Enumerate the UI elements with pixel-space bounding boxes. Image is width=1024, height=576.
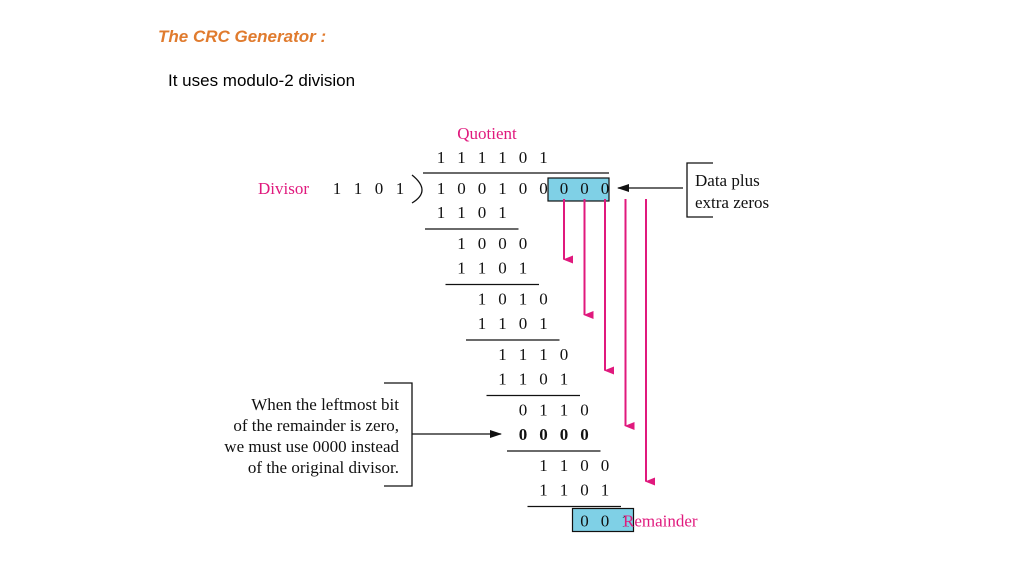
subtract-bit: 1 [498,370,507,389]
remainder-bit: 1 [539,456,548,475]
remainder-bit: 0 [580,401,589,420]
quotient-bit: 1 [478,148,487,167]
subtract-bit: 0 [539,370,548,389]
remainder-bit: 1 [539,401,548,420]
remainder-bit: 0 [539,290,548,309]
divisor-bit: 1 [396,179,405,198]
remainder-bit: 1 [560,456,569,475]
subtract-bit: 0 [580,425,589,444]
dividend-bit: 0 [478,179,487,198]
subtract-bit: 1 [478,259,487,278]
remainder-bit: 1 [478,290,487,309]
quotient-bit: 1 [539,148,548,167]
subtract-bit: 1 [457,259,466,278]
subtract-bit: 1 [498,314,507,333]
remainder-box [571,507,635,533]
data-plus-label: Data plus [695,171,760,190]
dividend-bit: 0 [457,179,466,198]
note-line: we must use 0000 instead [224,437,399,456]
quotient-bit: 1 [457,148,466,167]
data-plus-bracket [686,162,713,218]
subtract-bit: 0 [478,203,487,222]
remainder-bit: 1 [519,345,528,364]
subtract-bit: 0 [519,425,528,444]
divisor-bit: 1 [354,179,363,198]
remainder-bit: 1 [539,345,548,364]
subtract-bit: 1 [519,370,528,389]
quotient-bit: 0 [519,148,528,167]
subtract-bit: 0 [498,259,507,278]
subtract-bit: 1 [601,481,610,500]
remainder-bit: 0 [580,456,589,475]
divisor-bit: 1 [333,179,342,198]
remainder-bit: 1 [560,401,569,420]
dividend-bit: 0 [539,179,548,198]
dividend-bit: 1 [437,179,446,198]
note-line: When the leftmost bit [251,395,399,414]
remainder-bit: 0 [478,234,487,253]
divisor-bit: 0 [375,179,384,198]
quotient-bit: 1 [437,148,446,167]
division-bracket [411,174,423,204]
note-line: of the remainder is zero, [233,416,399,435]
remainder-bit: 1 [519,290,528,309]
subtract-bit: 0 [539,425,548,444]
subtract-bit: 1 [498,203,507,222]
subtract-bit: 0 [519,314,528,333]
remainder-bit: 0 [519,234,528,253]
subtract-bit: 1 [539,314,548,333]
subtract-bit: 0 [580,481,589,500]
slide-subtitle: It uses modulo-2 division [168,71,356,90]
extra-zero-bit: 0 [601,179,610,198]
remainder-bit: 0 [498,234,507,253]
remainder-bit: 1 [498,345,507,364]
dividend-bit: 1 [498,179,507,198]
subtract-bit: 1 [560,370,569,389]
subtract-bit: 1 [560,481,569,500]
subtract-bit: 1 [519,259,528,278]
extra-zero-bit: 0 [560,179,569,198]
extra-zeros-box [547,177,610,202]
dividend-bit: 0 [519,179,528,198]
final-remainder-bit: 1 [621,512,630,531]
note-line: of the original divisor. [248,458,399,477]
remainder-bit: 0 [560,345,569,364]
remainder-label: Remainder [623,512,698,531]
subtract-bit: 1 [539,481,548,500]
final-remainder-bit: 0 [601,512,610,531]
remainder-bit: 1 [457,234,466,253]
remainder-bit: 0 [498,290,507,309]
slide-title: The CRC Generator : [158,27,327,46]
subtract-bit: 0 [560,425,569,444]
remainder-bit: 0 [519,401,528,420]
subtract-bit: 1 [457,203,466,222]
extra-zero-bit: 0 [580,179,589,198]
quotient-bit: 1 [498,148,507,167]
extra-zeros-label: extra zeros [695,193,769,212]
quotient-label: Quotient [457,124,517,143]
subtract-bit: 1 [437,203,446,222]
remainder-bit: 0 [601,456,610,475]
subtract-bit: 1 [478,314,487,333]
divisor-label: Divisor [258,179,309,198]
final-remainder-bit: 0 [580,512,589,531]
